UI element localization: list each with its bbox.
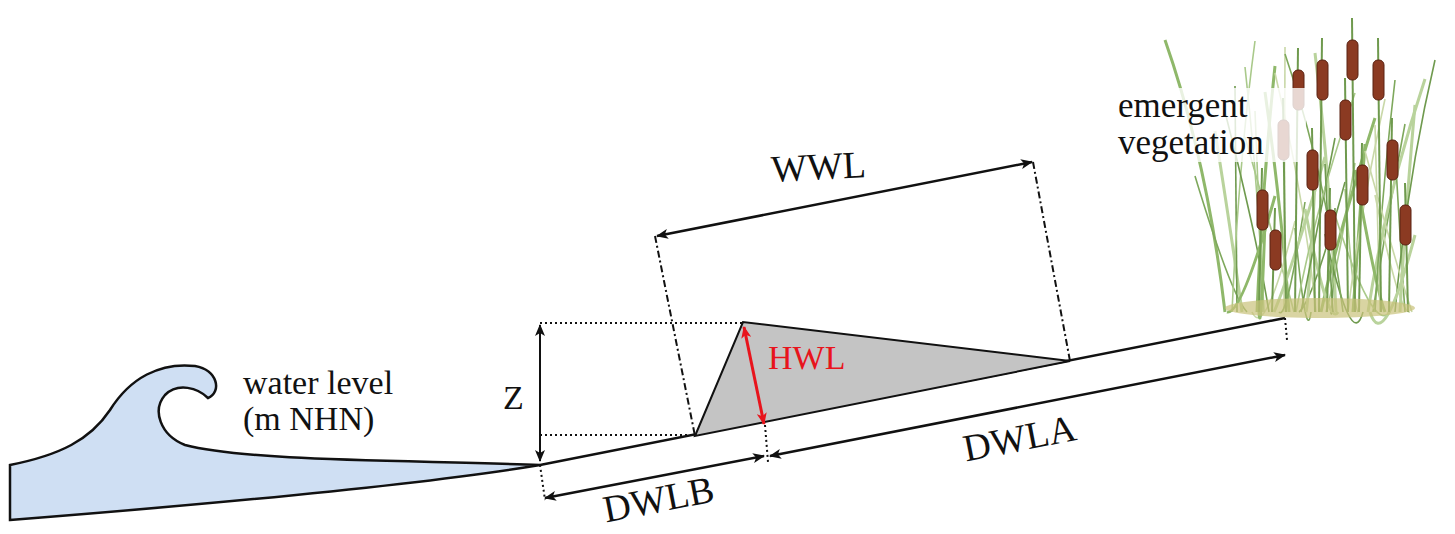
- grass-blade: [1279, 202, 1305, 313]
- z-arrow: [539, 325, 541, 461]
- ground-line: [540, 318, 1285, 465]
- water-level-label: water level (m NHN): [243, 365, 433, 436]
- wwl-extension: [655, 162, 1070, 436]
- grass-blade: [1301, 138, 1335, 312]
- cattail-head: [1257, 190, 1268, 230]
- dimension-label: HWL: [768, 340, 845, 376]
- cattail-stem: [1405, 183, 1408, 312]
- grass-blade: [1284, 47, 1285, 312]
- cattail-head: [1307, 150, 1318, 190]
- cattail-head: [1387, 140, 1398, 180]
- grass-blade: [1395, 60, 1435, 312]
- cattail-head: [1400, 205, 1411, 245]
- cattail-head: [1347, 40, 1358, 80]
- cattail-head: [1340, 100, 1351, 140]
- vegetation-label: emergent vegetation: [1115, 88, 1306, 162]
- dimension-label: DWLB: [600, 469, 717, 530]
- cattail-head: [1373, 60, 1384, 100]
- cattail-head: [1317, 60, 1328, 100]
- cattail-head: [1270, 230, 1281, 270]
- cattail-head: [1357, 165, 1368, 205]
- water-wave: [10, 365, 540, 520]
- z-dotted-box: [540, 323, 743, 435]
- cattail-head: [1325, 210, 1336, 250]
- reed-base: [1225, 298, 1415, 318]
- dimension-label: Z: [503, 380, 524, 416]
- emergent-vegetation: [1165, 18, 1435, 323]
- dimension-label: WWL: [770, 145, 867, 190]
- ground-end: [1285, 318, 1287, 340]
- dimension-label: DWLA: [960, 408, 1079, 469]
- hwl-arrow: [744, 327, 764, 424]
